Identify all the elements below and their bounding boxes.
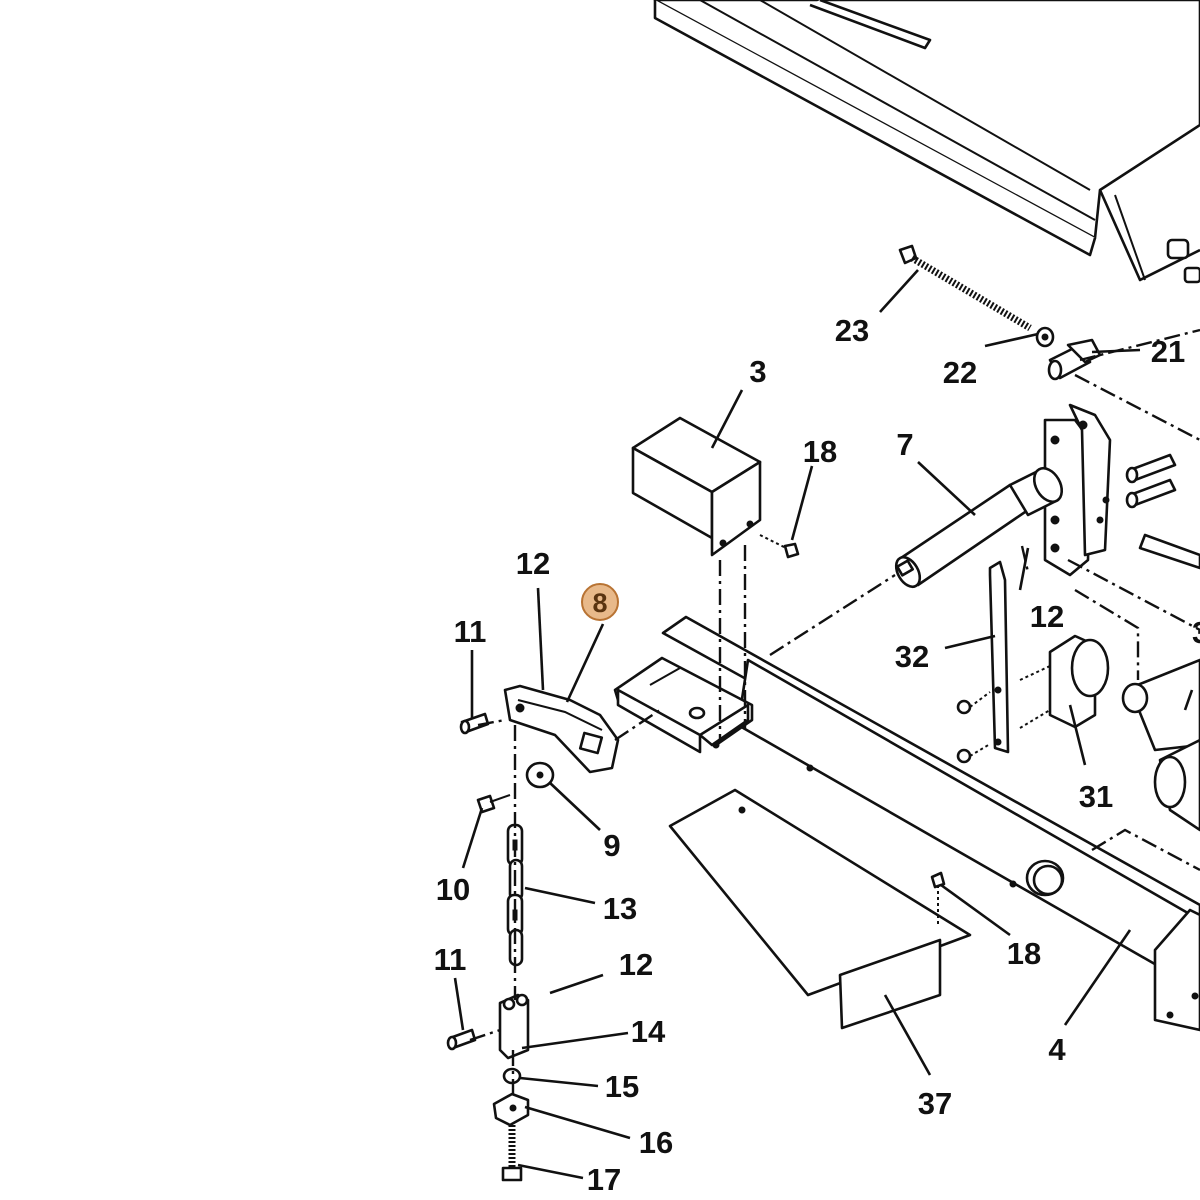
swivel bbox=[492, 1092, 530, 1127]
callout-12: 12 bbox=[1030, 599, 1064, 634]
callout-12: 12 bbox=[619, 947, 653, 982]
callout-3: 3 bbox=[749, 354, 766, 389]
channel-bracket bbox=[613, 656, 754, 754]
callout-11: 11 bbox=[434, 942, 467, 977]
callout-13: 13 bbox=[603, 891, 637, 926]
clamp-bracket bbox=[1019, 634, 1110, 729]
beam-end-plate bbox=[1153, 908, 1200, 1032]
callout-15: 15 bbox=[605, 1069, 639, 1104]
washer bbox=[525, 761, 555, 789]
callout-9: 9 bbox=[603, 828, 620, 863]
callout-21: 21 bbox=[1151, 334, 1185, 369]
upper-housing bbox=[653, 0, 1200, 284]
pin bbox=[446, 1028, 477, 1051]
callout-14: 14 bbox=[631, 1014, 666, 1049]
leader-lines bbox=[453, 269, 1194, 1180]
screw bbox=[759, 534, 800, 559]
callout-18: 18 bbox=[803, 434, 837, 469]
callout-3-cropped: 3 bbox=[1192, 615, 1200, 650]
callout-22: 22 bbox=[943, 355, 977, 390]
tee-fitting bbox=[1047, 338, 1102, 381]
callout-8: 8 bbox=[592, 588, 607, 618]
vertical-bar bbox=[956, 560, 1010, 764]
assembly-lines bbox=[469, 328, 1200, 1100]
callout-23: 23 bbox=[835, 313, 869, 348]
callout-32: 32 bbox=[895, 639, 929, 674]
callout-11: 11 bbox=[454, 614, 487, 649]
highlighted-callout-8[interactable]: 8 bbox=[581, 583, 619, 621]
callout-7: 7 bbox=[896, 427, 913, 462]
callout-16: 16 bbox=[639, 1125, 673, 1160]
callout-18: 18 bbox=[1007, 936, 1041, 971]
main-beam bbox=[661, 615, 1200, 992]
callout-17: 17 bbox=[587, 1162, 621, 1197]
callout-31: 31 bbox=[1079, 779, 1113, 814]
shield-plate bbox=[668, 788, 972, 1030]
cover-box bbox=[631, 416, 762, 557]
callout-12: 12 bbox=[516, 546, 550, 581]
bolt bbox=[501, 1125, 523, 1182]
lever-arm bbox=[503, 684, 620, 774]
shaft bbox=[894, 466, 1064, 589]
spring-rod bbox=[898, 244, 1055, 348]
callout-37: 37 bbox=[918, 1086, 952, 1121]
callout-4: 4 bbox=[1048, 1032, 1066, 1067]
bracket-pins bbox=[1096, 453, 1200, 570]
highlight-marker bbox=[581, 583, 619, 621]
callout-10: 10 bbox=[436, 872, 470, 907]
callout-labels: 3 4 7 9 10 11 11 12 12 12 13 14 15 16 17… bbox=[434, 313, 1200, 1197]
clevis bbox=[498, 993, 530, 1060]
cylinder bbox=[1121, 658, 1200, 832]
